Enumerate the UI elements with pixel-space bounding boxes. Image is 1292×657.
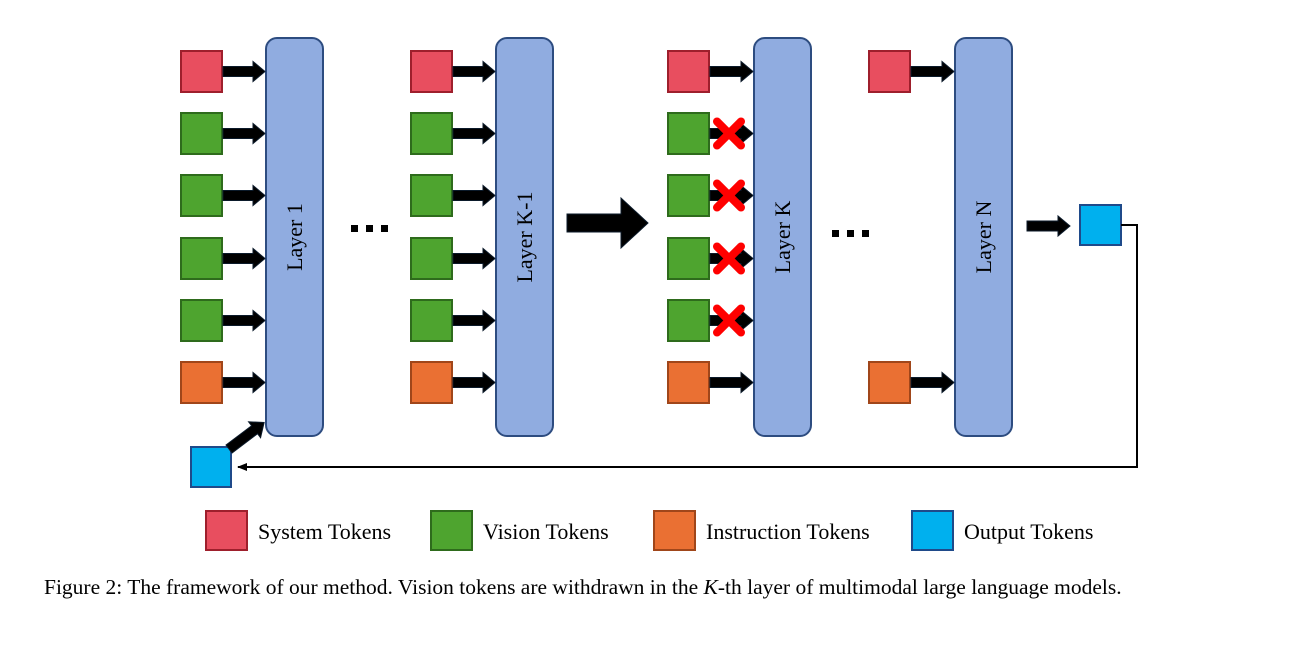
fed-back-output-token bbox=[190, 446, 232, 488]
legend-label: Instruction Tokens bbox=[706, 519, 870, 544]
system-token bbox=[180, 50, 223, 93]
system-token bbox=[868, 50, 911, 93]
caption-prefix: Figure 2: The framework of our method. V… bbox=[44, 575, 704, 599]
legend-item-output: Output Tokens bbox=[911, 510, 1093, 551]
legend-label: Output Tokens bbox=[964, 519, 1093, 544]
token-arrow bbox=[452, 247, 496, 270]
output-arrow bbox=[1026, 214, 1071, 238]
legend-swatch bbox=[430, 510, 473, 551]
instruction-token bbox=[667, 361, 710, 404]
legend-swatch bbox=[653, 510, 696, 551]
layer-box bbox=[753, 37, 812, 437]
token-arrow bbox=[709, 371, 754, 394]
token-arrow bbox=[452, 60, 496, 83]
instruction-token bbox=[180, 361, 223, 404]
caption-italic-k: K bbox=[703, 575, 718, 599]
legend-item-system: System Tokens bbox=[205, 510, 391, 551]
ellipsis bbox=[832, 230, 869, 237]
legend-swatch bbox=[205, 510, 248, 551]
withdrawn-x-icon bbox=[713, 304, 745, 337]
ellipsis-dot bbox=[862, 230, 869, 237]
instruction-token bbox=[868, 361, 911, 404]
ellipsis-dot bbox=[366, 225, 373, 232]
transition-arrow-icon bbox=[566, 196, 649, 250]
token-arrow bbox=[222, 247, 266, 270]
layer-block: Layer N bbox=[954, 37, 1013, 437]
layer-label: Layer N bbox=[971, 201, 996, 274]
legend-swatch bbox=[911, 510, 954, 551]
feedback-loop-line bbox=[237, 224, 1138, 471]
legend: System Tokens Vision Tokens Instruction To… bbox=[205, 510, 1093, 551]
misc-group bbox=[190, 196, 1138, 488]
legend-item-instruction: Instruction Tokens bbox=[653, 510, 870, 551]
layer-box bbox=[954, 37, 1013, 437]
token-arrow bbox=[222, 309, 266, 332]
x-stroke bbox=[713, 179, 745, 212]
feedback-arrow-shape bbox=[225, 421, 265, 454]
ellipsis-dot bbox=[832, 230, 839, 237]
x-stroke bbox=[713, 117, 745, 150]
vision-token bbox=[667, 174, 710, 217]
token-arrow bbox=[222, 60, 266, 83]
vision-token bbox=[667, 299, 710, 342]
layer-block: Layer K-1 bbox=[495, 37, 554, 437]
layer-label: Layer K bbox=[770, 201, 795, 274]
token-arrow bbox=[452, 184, 496, 207]
token-arrow bbox=[910, 60, 955, 83]
layers-group: Layer 1 Layer K-1 Layer K Layer N bbox=[265, 37, 1013, 437]
vision-token bbox=[180, 299, 223, 342]
token-arrow bbox=[452, 309, 496, 332]
tokens-group bbox=[180, 50, 955, 404]
legend-label: Vision Tokens bbox=[483, 519, 609, 544]
framework-diagram: Layer 1 Layer K-1 Layer K Layer N System To… bbox=[180, 37, 1138, 551]
token-arrow bbox=[222, 371, 266, 394]
token-arrow bbox=[709, 60, 754, 83]
caption-suffix: -th layer of multimodal large language m… bbox=[717, 575, 1122, 599]
vision-token bbox=[410, 174, 453, 217]
vision-token bbox=[667, 237, 710, 280]
token-arrow bbox=[222, 122, 266, 145]
vision-token bbox=[180, 174, 223, 217]
token-arrow bbox=[452, 371, 496, 394]
token-arrow bbox=[910, 371, 955, 394]
token-arrow bbox=[452, 122, 496, 145]
layer-box bbox=[495, 37, 554, 437]
ellipsis-dot bbox=[351, 225, 358, 232]
instruction-token bbox=[410, 361, 453, 404]
ellipsis-dot bbox=[847, 230, 854, 237]
vision-token bbox=[180, 237, 223, 280]
x-stroke bbox=[713, 304, 745, 337]
system-token bbox=[667, 50, 710, 93]
vision-token bbox=[667, 112, 710, 155]
vision-token bbox=[180, 112, 223, 155]
legend-label: System Tokens bbox=[258, 519, 391, 544]
vision-token bbox=[410, 112, 453, 155]
layer-label: Layer 1 bbox=[282, 203, 307, 271]
layer-block: Layer 1 bbox=[265, 37, 324, 437]
ellipsis-dot bbox=[381, 225, 388, 232]
token-arrow bbox=[222, 184, 266, 207]
withdrawn-x-icon bbox=[713, 242, 745, 275]
withdrawn-x-icon bbox=[713, 117, 745, 150]
vision-token bbox=[410, 299, 453, 342]
ellipsis bbox=[351, 225, 388, 232]
feedback-arrow bbox=[225, 421, 265, 454]
output-token bbox=[1079, 204, 1122, 246]
x-stroke bbox=[713, 242, 745, 275]
layer-box bbox=[265, 37, 324, 437]
withdrawn-x-icon bbox=[713, 179, 745, 212]
layer-label: Layer K-1 bbox=[512, 191, 537, 282]
legend-item-vision: Vision Tokens bbox=[430, 510, 609, 551]
layer-block: Layer K bbox=[753, 37, 812, 437]
figure-caption: Figure 2: The framework of our method. V… bbox=[44, 574, 1264, 600]
system-token bbox=[410, 50, 453, 93]
vision-token bbox=[410, 237, 453, 280]
